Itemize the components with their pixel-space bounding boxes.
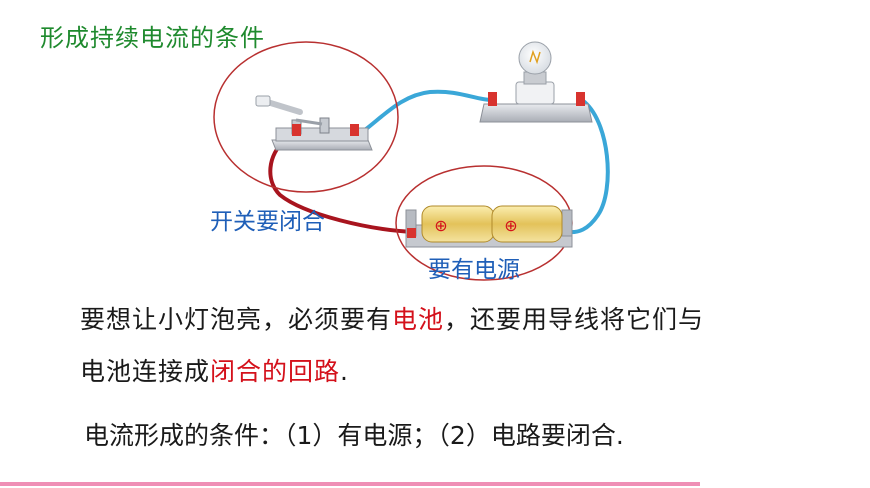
bottom-divider (0, 482, 700, 486)
wire-battery-to-switch (268, 138, 415, 234)
highlight-text: 电池 (392, 305, 445, 334)
paragraph-line-2: 电池连接成闭合的回路. (80, 352, 349, 388)
source-label: 要有电源 (428, 257, 520, 283)
circuit-diagram: ⊕ ⊕ (213, 41, 610, 281)
knife-switch (255, 95, 373, 151)
paragraph-line-1: 要想让小灯泡亮，必须要有电池，还要用导线将它们与 (80, 300, 704, 336)
battery-holder (405, 205, 573, 248)
paragraph-text: ，还要用导线将它们与 (444, 305, 705, 334)
battery-plus-icon: ⊕ (434, 216, 447, 235)
paragraph-text: 要想让小灯泡亮，必须要有 (80, 305, 393, 334)
wire-switch-to-bulb (356, 89, 493, 137)
switch-ellipse (213, 41, 399, 193)
light-bulb (479, 41, 593, 123)
conditions-text: 电流形成的条件：（1）有电源；（2）电路要闭合. (84, 421, 624, 450)
page-title: 形成持续电流的条件 (40, 24, 265, 52)
switch-label: 开关要闭合 (210, 209, 325, 235)
paragraph-text: 电池连接成 (80, 357, 211, 386)
paragraph-text: . (340, 357, 349, 386)
battery-plus-icon: ⊕ (504, 216, 517, 235)
wire-bulb-to-battery (567, 98, 610, 235)
highlight-text: 闭合的回路 (210, 357, 341, 386)
